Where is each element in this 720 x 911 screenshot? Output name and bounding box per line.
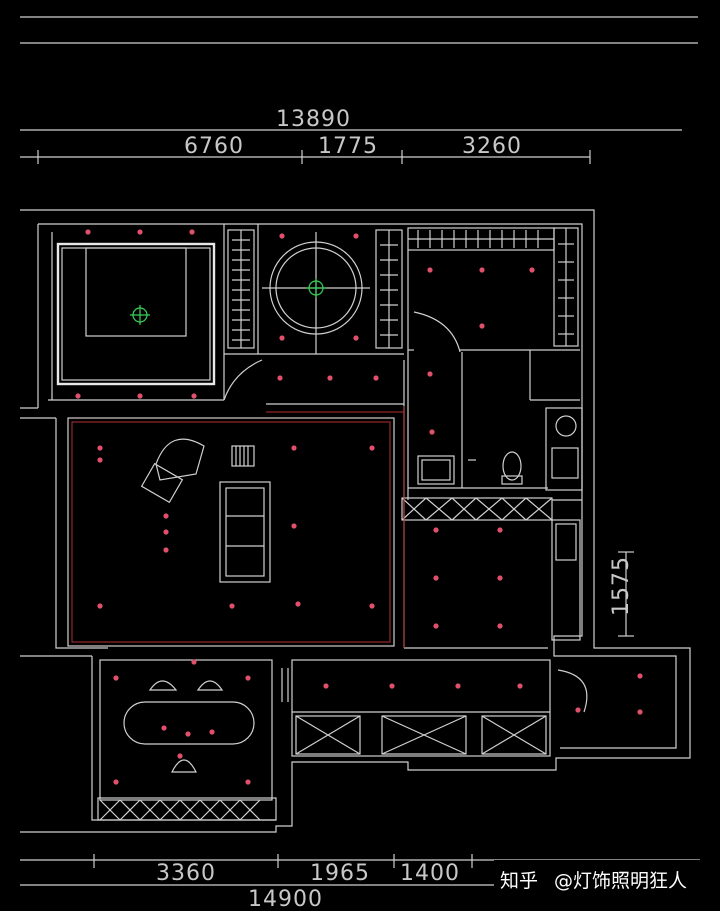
wardrobe-middle — [375, 229, 403, 349]
downlight — [369, 603, 375, 609]
bathroom — [408, 352, 583, 491]
bedroom-pendant-light — [130, 305, 150, 325]
entry-hall — [291, 659, 588, 757]
downlight — [291, 523, 297, 529]
downlight — [427, 371, 433, 377]
dim-bottom-segment-2: 1965 — [310, 861, 370, 886]
downlight — [185, 731, 191, 737]
downlight — [163, 513, 169, 519]
downlight — [323, 683, 329, 689]
downlight — [163, 529, 169, 535]
downlight — [389, 683, 395, 689]
bedroom-ceiling — [48, 224, 404, 401]
dim-top-total: 13890 — [276, 107, 351, 132]
downlight — [291, 445, 297, 451]
downlight — [637, 673, 643, 679]
downlight — [277, 375, 283, 381]
downlight — [353, 233, 359, 239]
dining-room — [97, 659, 289, 821]
downlight — [433, 623, 439, 629]
downlight — [497, 527, 503, 533]
downlight — [161, 725, 167, 731]
title-frame — [20, 16, 698, 44]
dim-top-segment-3: 3260 — [462, 134, 522, 159]
downlight-group — [75, 229, 643, 785]
downlight — [529, 267, 535, 273]
dim-bottom-segment-1: 3360 — [156, 861, 216, 886]
downlight — [373, 375, 379, 381]
downlight — [455, 683, 461, 689]
downlight — [427, 267, 433, 273]
downlight — [433, 527, 439, 533]
dim-bottom-total: 14900 — [248, 887, 323, 911]
downlight — [97, 603, 103, 609]
downlight — [85, 229, 91, 235]
watermark-platform: 知乎 — [500, 870, 538, 892]
downlight — [479, 323, 485, 329]
living-room — [67, 360, 548, 649]
downlight — [177, 753, 183, 759]
downlight — [163, 547, 169, 553]
dim-top-segment-1: 6760 — [184, 134, 244, 159]
downlight — [245, 675, 251, 681]
downlight — [295, 601, 301, 607]
downlight — [497, 575, 503, 581]
downlight — [369, 445, 375, 451]
dim-bottom-segment-3: 1400 — [400, 861, 460, 886]
downlight — [209, 729, 215, 735]
downlight — [279, 335, 285, 341]
downlight — [497, 623, 503, 629]
outer-walls — [20, 209, 691, 833]
study-pendant-light — [306, 278, 326, 298]
watermark-backdrop — [494, 860, 708, 898]
downlight — [637, 709, 643, 715]
top-dimension-lines — [20, 129, 682, 164]
downlight — [113, 675, 119, 681]
wardrobe-left — [227, 229, 255, 349]
downlight — [429, 429, 435, 435]
corridor-doors — [223, 250, 580, 500]
dim-top-segment-2: 1775 — [318, 134, 378, 159]
downlight — [279, 233, 285, 239]
downlight — [517, 683, 523, 689]
downlight — [137, 393, 143, 399]
downlight — [113, 779, 119, 785]
downlight — [245, 779, 251, 785]
downlight — [229, 603, 235, 609]
downlight — [433, 575, 439, 581]
downlight — [97, 457, 103, 463]
downlight — [137, 229, 143, 235]
watermark-author: @灯饰照明狂人 — [554, 870, 687, 892]
downlight — [189, 229, 195, 235]
wardrobe-top-right — [407, 227, 579, 347]
dim-right-side: 1575 — [609, 556, 634, 616]
downlight — [97, 445, 103, 451]
cabinet-row — [401, 497, 553, 521]
downlight — [479, 267, 485, 273]
downlight — [191, 393, 197, 399]
downlight — [575, 707, 581, 713]
downlight — [353, 335, 359, 341]
kitchen-counter — [551, 499, 582, 641]
downlight — [327, 375, 333, 381]
downlight — [191, 659, 197, 665]
right-dimension-line — [618, 551, 634, 637]
downlight — [75, 393, 81, 399]
